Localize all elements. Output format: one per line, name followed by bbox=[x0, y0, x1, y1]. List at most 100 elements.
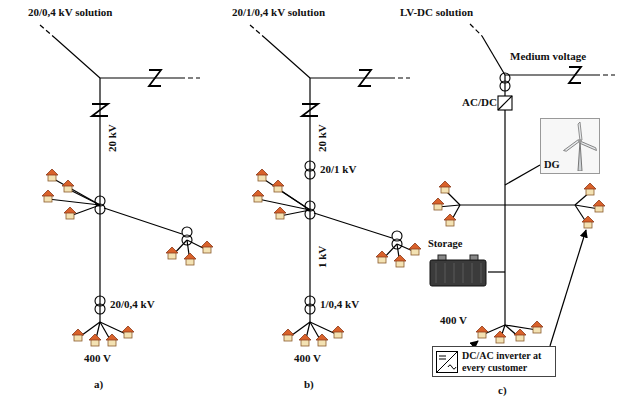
house-roof bbox=[166, 247, 178, 253]
converter-box bbox=[498, 96, 512, 110]
panel-b-network bbox=[250, 25, 410, 322]
wire bbox=[504, 75, 505, 96]
inverter-diagonal bbox=[437, 352, 457, 372]
houses bbox=[42, 169, 605, 346]
service-line bbox=[70, 205, 100, 216]
battery-ridge bbox=[472, 263, 473, 283]
house-icon bbox=[282, 329, 294, 341]
house-roof bbox=[282, 329, 294, 335]
house-icon bbox=[64, 207, 76, 219]
impedance-symbol bbox=[149, 70, 161, 86]
wire bbox=[250, 25, 265, 38]
house-roof bbox=[394, 255, 406, 261]
wire bbox=[595, 74, 615, 75]
house-icon bbox=[42, 190, 54, 202]
house-icon bbox=[89, 334, 101, 346]
service-line bbox=[52, 178, 100, 205]
house-icon bbox=[514, 329, 526, 341]
house-icon bbox=[256, 169, 268, 181]
battery-ridge bbox=[481, 263, 482, 283]
house-icon bbox=[272, 180, 284, 192]
house-icon bbox=[444, 214, 456, 226]
house-icon bbox=[439, 181, 451, 193]
house-icon bbox=[409, 243, 421, 255]
house-roof bbox=[274, 207, 286, 213]
house-roof bbox=[184, 253, 196, 259]
wire bbox=[482, 36, 505, 75]
house-icon bbox=[531, 321, 543, 333]
wire bbox=[314, 213, 392, 238]
house-icon bbox=[299, 334, 311, 346]
wire bbox=[40, 25, 55, 38]
diagram-label: LV-DC solution bbox=[400, 6, 473, 19]
wind-turbine bbox=[563, 121, 597, 171]
wire bbox=[505, 74, 595, 75]
ac-sign bbox=[448, 365, 456, 369]
house-roof bbox=[46, 169, 58, 175]
wire bbox=[99, 78, 100, 322]
wire bbox=[309, 78, 310, 322]
house-roof bbox=[72, 329, 84, 335]
dg-box: DG bbox=[540, 118, 600, 174]
transformer-symbol bbox=[305, 296, 315, 314]
transformer-winding bbox=[305, 169, 315, 179]
house-icon bbox=[582, 216, 594, 228]
house-roof bbox=[64, 207, 76, 213]
house-roof bbox=[476, 326, 488, 332]
transformer-winding bbox=[95, 304, 105, 314]
panel-a-network bbox=[40, 25, 200, 322]
wire bbox=[470, 24, 482, 36]
turbine-blade bbox=[578, 122, 582, 141]
node-label: Storage bbox=[428, 238, 488, 250]
house-roof bbox=[316, 334, 328, 340]
wire bbox=[488, 271, 505, 272]
impedance-symbol bbox=[569, 67, 581, 83]
house-roof bbox=[122, 326, 134, 332]
wire bbox=[55, 38, 100, 78]
diagram-label: a) bbox=[94, 378, 103, 391]
diagram-label: 20/1/0,4 kV solution bbox=[232, 6, 325, 19]
battery-ridge bbox=[445, 263, 446, 283]
house-roof bbox=[514, 329, 526, 335]
pointer-arrows bbox=[472, 230, 586, 346]
house-roof bbox=[444, 214, 456, 220]
house-icon bbox=[584, 183, 596, 195]
house-roof bbox=[531, 321, 543, 327]
house-roof bbox=[299, 334, 311, 340]
diagram-label: 400 V bbox=[84, 352, 111, 365]
battery-terminal bbox=[470, 255, 478, 260]
house-roof bbox=[582, 216, 594, 222]
battery-terminal bbox=[438, 255, 446, 260]
turbine-blade bbox=[563, 139, 581, 152]
voltage-label: 20 kV bbox=[316, 124, 329, 152]
house-icon bbox=[394, 255, 406, 267]
transformer-symbol bbox=[500, 73, 510, 91]
house-icon bbox=[432, 198, 444, 210]
inverter-frame bbox=[437, 351, 458, 372]
turbine-tower bbox=[578, 141, 582, 171]
storage-box: Storage bbox=[428, 238, 488, 288]
node-label: DG bbox=[544, 159, 560, 171]
transformer-winding bbox=[305, 304, 315, 314]
house-icon bbox=[274, 207, 286, 219]
house-roof bbox=[409, 243, 421, 249]
house-icon bbox=[62, 180, 74, 192]
house-roof bbox=[376, 251, 388, 257]
house-icon bbox=[106, 334, 118, 346]
service-line bbox=[48, 199, 100, 205]
diagram-label: 400 V bbox=[294, 352, 321, 365]
wire bbox=[104, 208, 182, 234]
diagram-label: AC/DC bbox=[462, 96, 497, 109]
transformer-winding bbox=[500, 81, 510, 91]
house-roof bbox=[201, 241, 213, 247]
voltage-label: 20 kV bbox=[106, 124, 119, 152]
diagram-label: b) bbox=[304, 378, 314, 391]
wire bbox=[460, 204, 575, 205]
wire bbox=[504, 110, 505, 325]
wire bbox=[498, 96, 512, 110]
house-icon bbox=[122, 326, 134, 338]
wire bbox=[100, 77, 180, 78]
wire bbox=[265, 38, 310, 78]
